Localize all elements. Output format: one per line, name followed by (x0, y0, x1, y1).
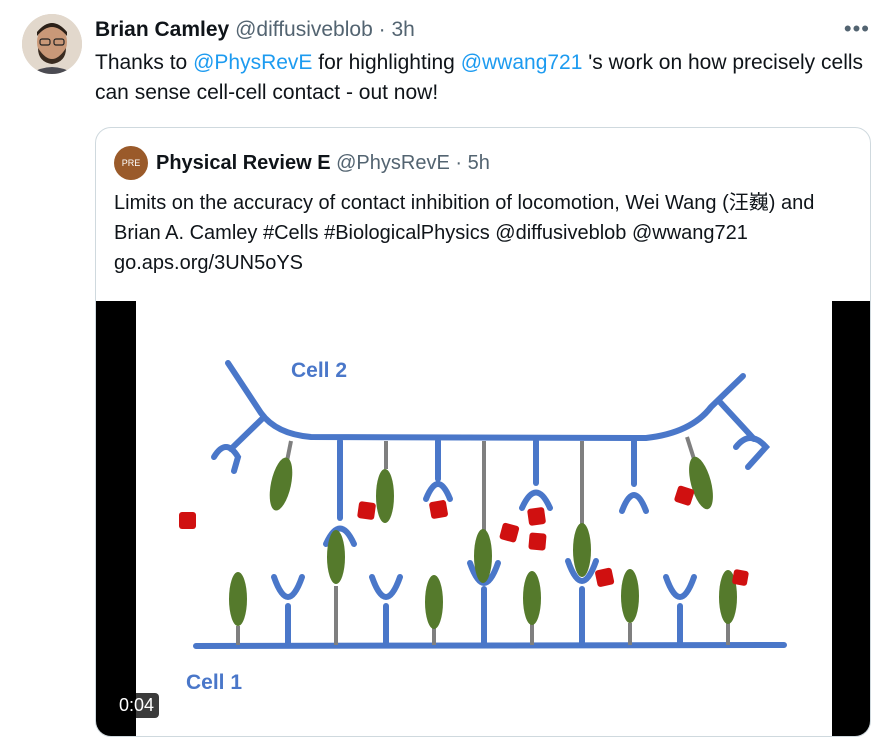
label-cell1: Cell 1 (186, 671, 242, 694)
video-frame-illustration: Cell 2 Cell 1 (136, 301, 832, 736)
molecules (179, 485, 749, 587)
tweet-header: Brian Camley @diffusiveblob · 3h (95, 16, 415, 44)
more-options-icon[interactable]: ••• (843, 16, 870, 41)
cell1-membrane (193, 558, 787, 649)
mention-physreve[interactable]: @PhysRevE (193, 51, 313, 74)
video-player[interactable]: Cell 2 Cell 1 (96, 301, 870, 736)
tweet-text: Thanks to @PhysRevE for highlighting @ww… (95, 48, 875, 108)
quote-avatar[interactable]: PRE (114, 146, 148, 180)
tweet-text-part: for highlighting (312, 51, 461, 74)
quote-timestamp[interactable]: 5h (467, 152, 490, 174)
author-avatar[interactable] (22, 14, 82, 74)
separator-dot: · (378, 18, 386, 41)
quote-header: Physical Review E @PhysRevE · 5h (156, 149, 490, 177)
author-name[interactable]: Brian Camley (95, 18, 230, 41)
quote-text: Limits on the accuracy of contact inhibi… (114, 192, 815, 274)
video-duration-badge: 0:04 (114, 693, 160, 718)
author-handle[interactable]: @diffusiveblob (235, 18, 373, 41)
tweet-text-part: Thanks to (95, 51, 194, 74)
quoted-tweet[interactable]: PRE Physical Review E @PhysRevE · 5h Lim… (95, 127, 871, 737)
ligands (229, 456, 737, 629)
quote-author-handle[interactable]: @PhysRevE (336, 152, 450, 174)
label-cell2: Cell 2 (291, 359, 347, 382)
tweet-text-part: 's work on how precisely cells can sense… (95, 51, 864, 104)
avatar-photo (22, 14, 82, 74)
cell2-membrane (211, 360, 771, 547)
quote-author-name[interactable]: Physical Review E (156, 152, 331, 174)
ligand-stalks (236, 436, 730, 645)
quote-separator-dot: · (455, 152, 463, 174)
tweet-timestamp[interactable]: 3h (391, 18, 415, 41)
mention-wwang721[interactable]: @wwang721 (460, 51, 583, 74)
